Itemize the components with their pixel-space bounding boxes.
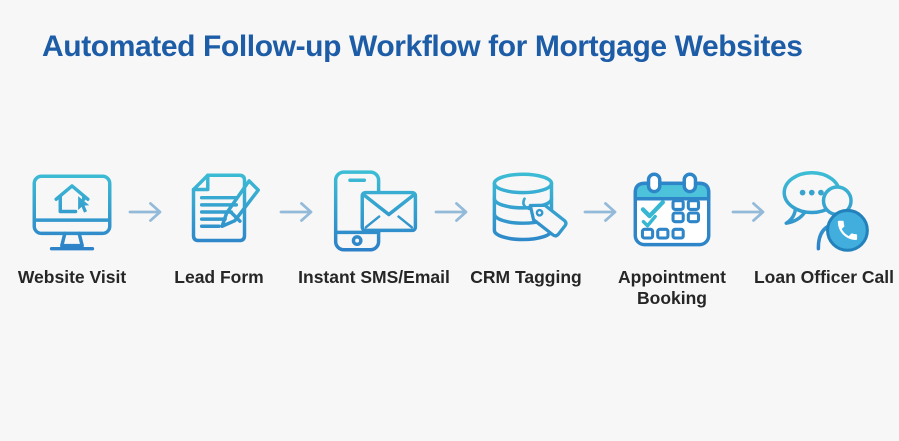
smartphone-envelope-icon: [333, 170, 418, 252]
flow-arrow-icon: [730, 199, 768, 225]
step-label: Appointment Booking: [618, 267, 726, 309]
step-label: Loan Officer Call: [753, 267, 895, 287]
step-label: Website Visit: [17, 267, 127, 287]
monitor-website-icon: [32, 174, 112, 251]
workflow-step-appointment-booking: Appointment Booking: [584, 163, 760, 310]
step-label: Lead Form: [174, 267, 264, 287]
flow-arrow-icon: [278, 199, 316, 225]
agent-chat-phone-icon: [782, 170, 869, 252]
workflow-step-instant-sms-email: Instant SMS/Email: [286, 163, 462, 288]
flow-arrow-icon: [433, 199, 471, 225]
icon-wrap: [736, 163, 899, 263]
icon-wrap: [584, 163, 760, 263]
workflow-step-website-visit: Website Visit: [0, 163, 160, 288]
icon-wrap: [131, 163, 307, 263]
step-label: CRM Tagging: [470, 267, 582, 287]
icon-wrap: [438, 163, 614, 263]
step-label: Instant SMS/Email: [298, 267, 450, 287]
page-title: Automated Follow-up Workflow for Mortgag…: [42, 30, 803, 63]
workflow-step-crm-tagging: CRM Tagging: [438, 163, 614, 288]
workflow-step-lead-form: Lead Form: [131, 163, 307, 288]
calendar-booking-icon: [633, 172, 711, 247]
document-pen-icon: [191, 173, 261, 243]
workflow-step-loan-officer-call: Loan Officer Call: [736, 163, 899, 288]
icon-wrap: [286, 163, 462, 263]
database-tag-icon: [492, 172, 568, 242]
flow-arrow-icon: [127, 199, 165, 225]
icon-wrap: [0, 163, 160, 263]
flow-arrow-icon: [582, 199, 620, 225]
